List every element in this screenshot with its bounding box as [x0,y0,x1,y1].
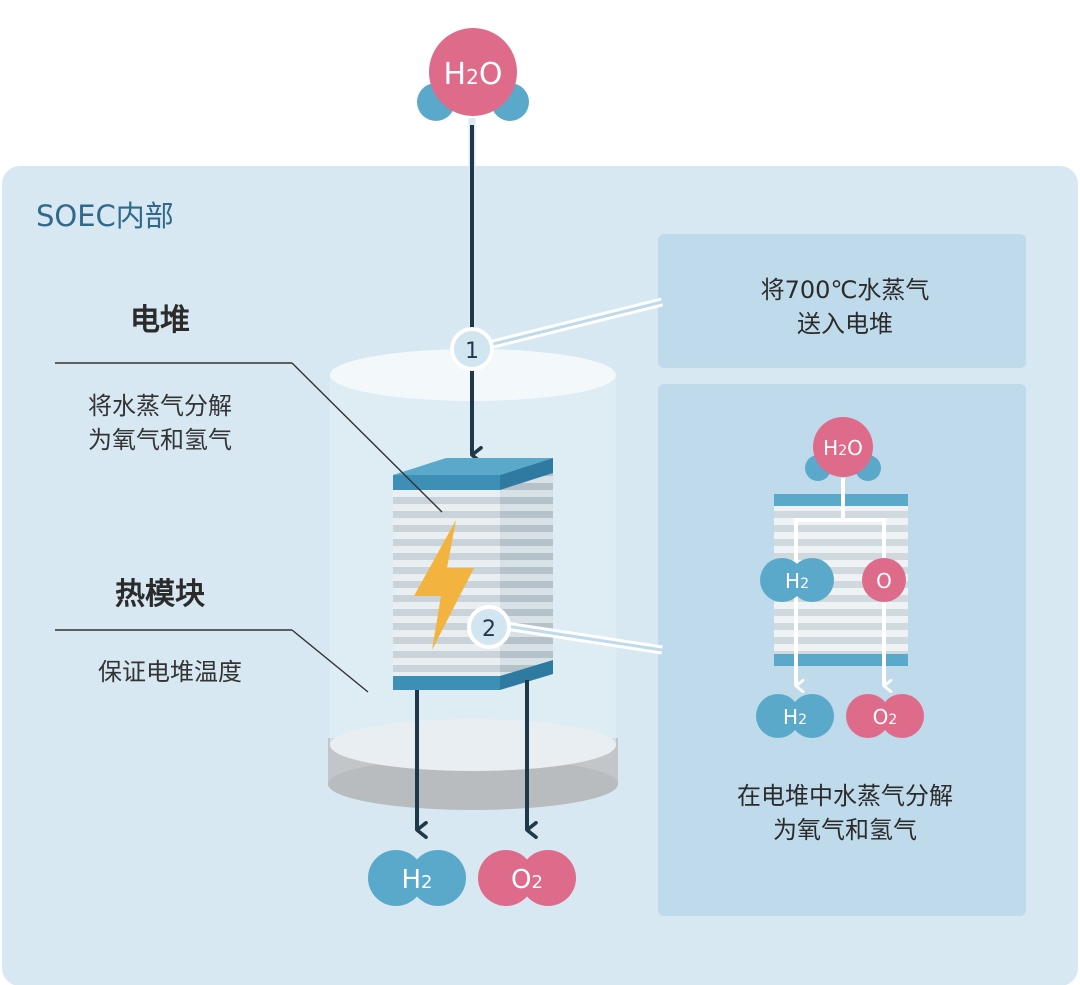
mini-o2-out-subscript: 2 [888,712,897,728]
stack-title: 电堆 [130,303,190,338]
o2-output-molecule: O2 [478,850,576,906]
mini-h2o-tail: O [847,436,863,460]
molecule-label: H [444,57,467,92]
mini-h2o-label: H [823,436,838,460]
electrolysis-stack [393,458,553,690]
stack-desc-line1: 将水蒸气分解 [88,392,232,420]
mini-o-mid-label: O [876,569,892,593]
stack-desc-line2: 为氧气和氢气 [88,426,232,454]
step-2-badge: 2 [467,605,511,649]
svg-text:H2O: H2O [823,436,863,460]
thermal-title: 热模块 [115,577,205,612]
section-title: SOEC内部 [36,199,174,233]
thermal-desc: 保证电堆温度 [98,658,242,686]
lightning-bolt-icon [414,520,474,650]
o2-output-label: O [511,865,531,895]
svg-text:H2O: H2O [444,57,503,92]
water-molecule-top: H2O [417,28,529,121]
mini-stack-diagram: H2O H2 O H2 O2 [756,417,924,738]
mini-h2-out-label: H [783,705,798,729]
svg-text:O2: O2 [873,705,898,729]
h2-output-molecule: H2 [368,850,466,906]
mini-o2-out-label: O [873,705,889,729]
svg-text:H2: H2 [785,569,809,593]
step-1-badge: 1 [450,327,494,371]
svg-text:H2: H2 [401,865,432,895]
callout1-line2: 送入电堆 [797,310,893,338]
svg-text:O2: O2 [511,865,543,895]
mini-h2o-subscript: 2 [838,443,847,459]
step-1-label: 1 [465,339,479,364]
callout2-line1: 在电堆中水蒸气分解 [737,782,953,810]
callout-card-1 [658,234,1026,368]
callout1-line1: 将700℃水蒸气 [761,276,930,304]
callout2-line2: 为氧气和氢气 [773,816,917,844]
molecule-subscript: 2 [466,65,479,89]
molecule-label-tail: O [479,57,503,92]
h2-output-subscript: 2 [421,872,432,893]
mini-h2-out-subscript: 2 [798,712,807,728]
o2-output-subscript: 2 [532,872,543,893]
mini-h2-mid-subscript: 2 [800,576,809,592]
step-2-label: 2 [482,617,496,642]
mini-h2-mid-label: H [785,569,800,593]
h2-output-label: H [401,865,421,895]
svg-text:H2: H2 [783,705,807,729]
